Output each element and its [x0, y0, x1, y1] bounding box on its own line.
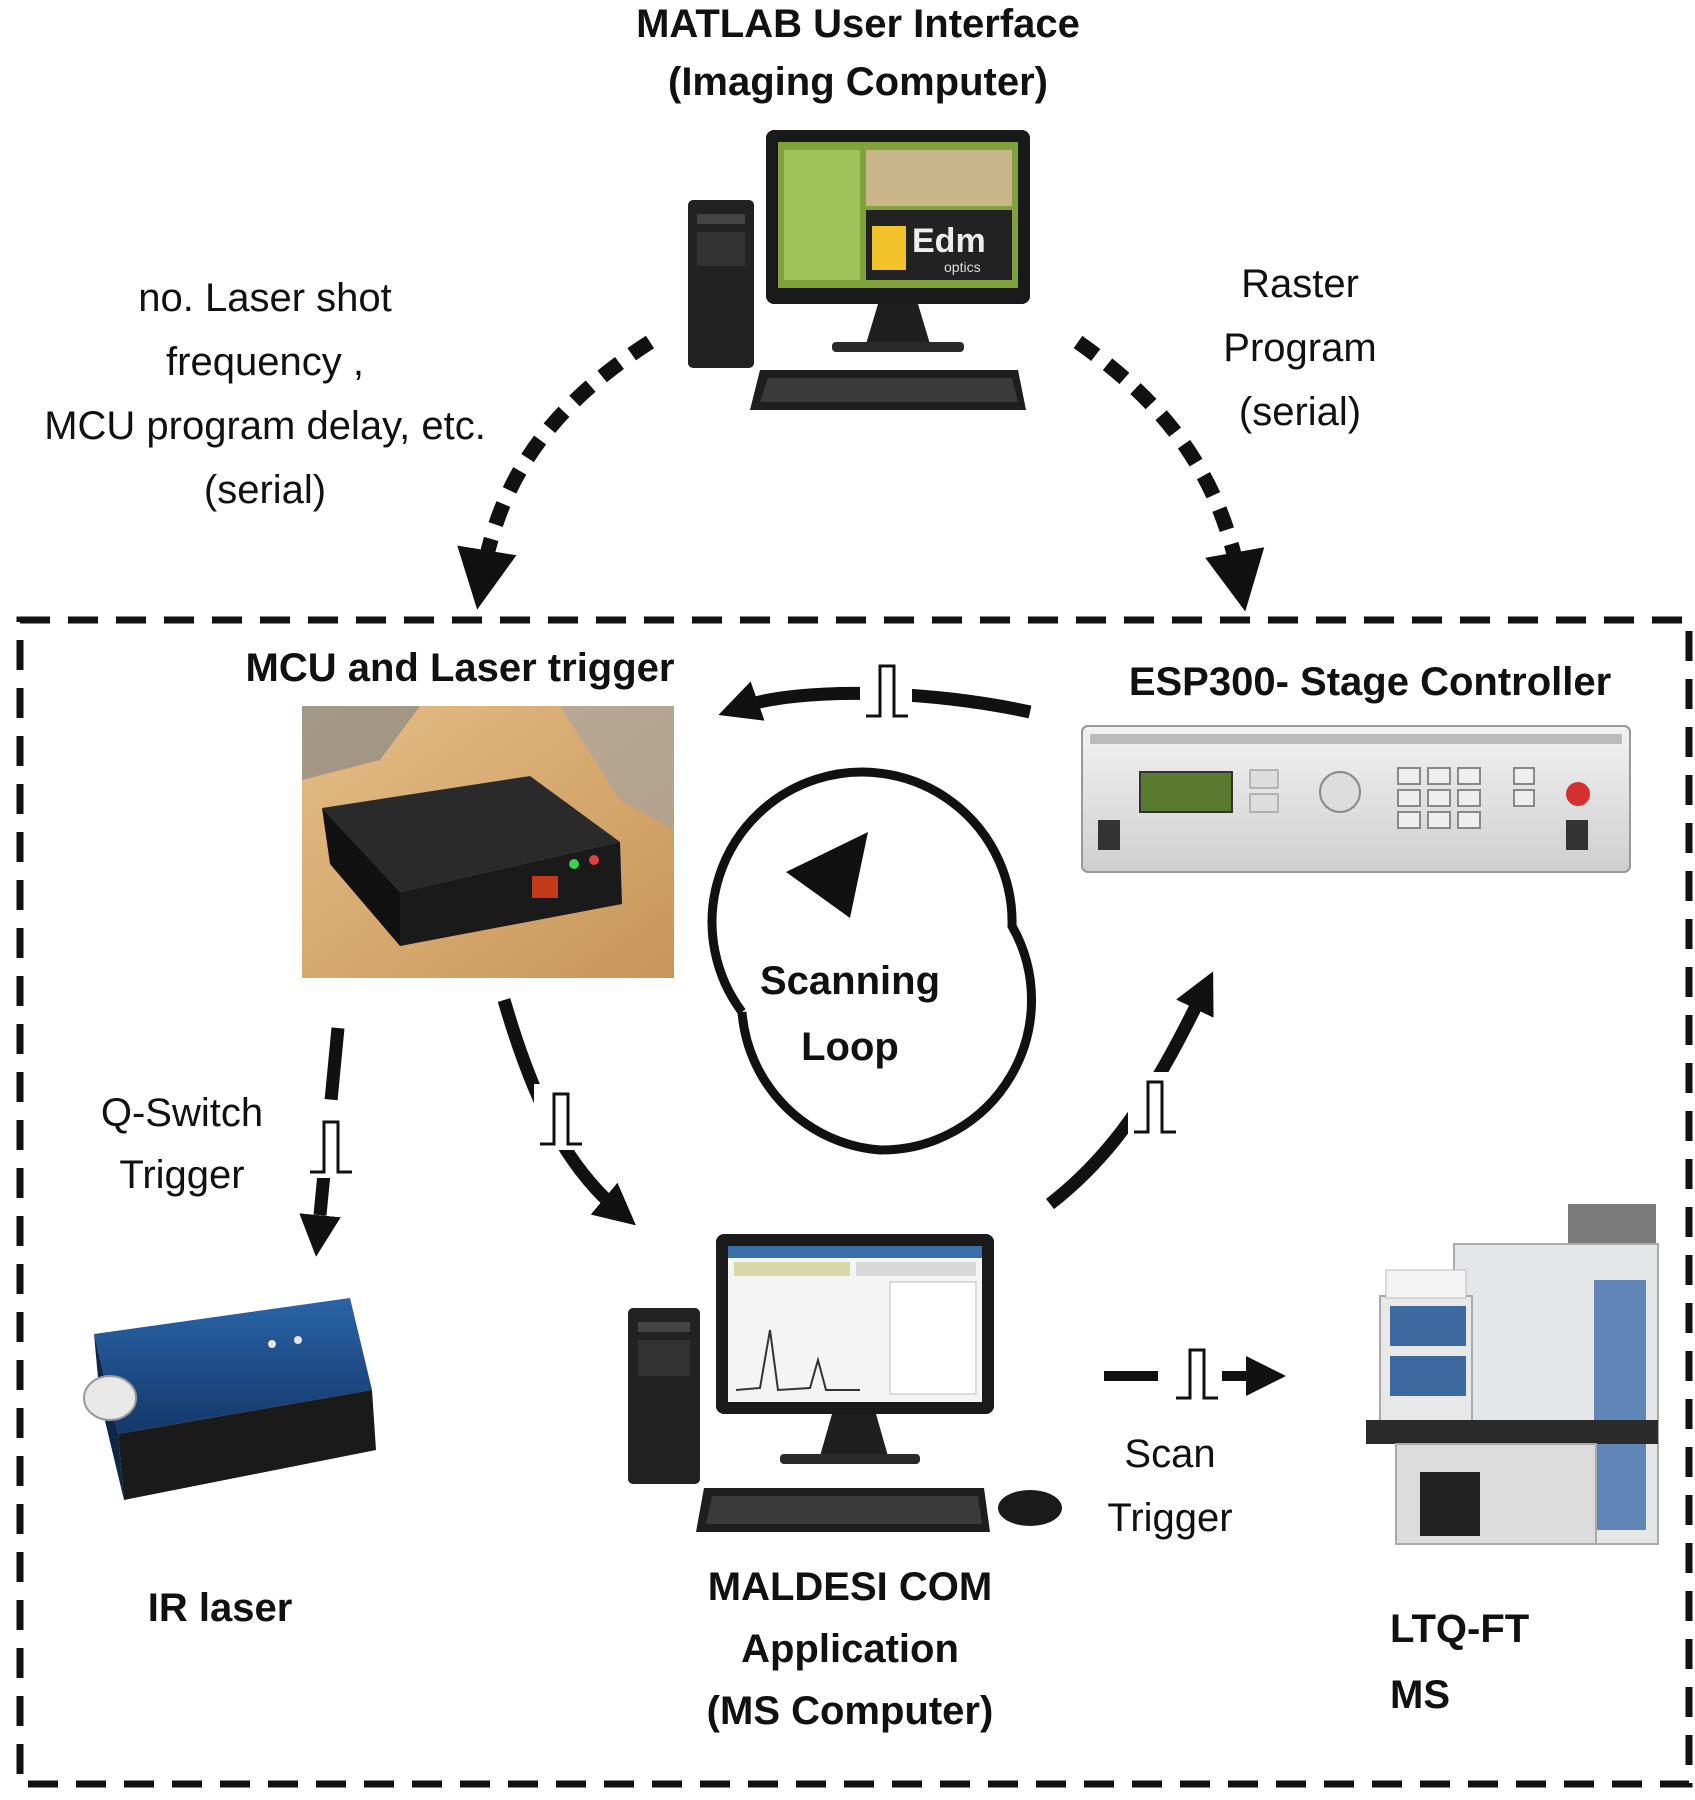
- arrow-mcu-to-laser: [299, 1027, 345, 1257]
- scanning-loop-arrow: [707, 767, 1036, 1155]
- ltq-ft-image: [1366, 1204, 1659, 1545]
- imaging-computer-image: Edm optics: [688, 130, 1030, 410]
- scan-trigger-label: Scan Trigger: [1080, 1422, 1260, 1550]
- pulse-qswitch: [304, 1112, 356, 1178]
- ir-laser-label: IR laser: [147, 1586, 293, 1630]
- pulse-esp-mcu: [860, 656, 912, 722]
- scan-trigger-line1: Scan: [1124, 1432, 1216, 1476]
- scanning-loop-line2: Loop: [801, 1025, 899, 1069]
- scanning-loop-arrowhead: [786, 832, 868, 918]
- maldesi-line3: (MS Computer): [706, 1689, 994, 1733]
- q-switch-line2: Trigger: [119, 1153, 245, 1197]
- mcu-box-image: [302, 706, 674, 978]
- q-switch-label: Q-Switch Trigger: [72, 1082, 292, 1206]
- serial-arrow-to-mcu: [457, 335, 655, 610]
- scanning-loop-label: Scanning Loop: [720, 948, 980, 1080]
- matlab-title-line2: (Imaging Computer): [668, 60, 1048, 104]
- right-serial-line3: (serial): [1238, 390, 1362, 434]
- ltq-line1: LTQ-FT: [1390, 1607, 1530, 1651]
- pulse-ms-esp: [1128, 1072, 1180, 1138]
- esp-label: ESP300- Stage Controller: [1128, 660, 1612, 704]
- ir-laser-image: [83, 1298, 376, 1500]
- left-serial-line3: MCU program delay, etc.: [44, 404, 486, 448]
- pulse-scan-trigger: [1170, 1344, 1222, 1410]
- arrow-ms-to-esp: [1046, 971, 1214, 1210]
- left-serial-line1: no. Laser shot: [138, 276, 392, 320]
- screen-sub-text: optics: [944, 259, 981, 275]
- ms-computer-image: [628, 1234, 1062, 1532]
- serial-arrow-to-esp: [1073, 335, 1265, 612]
- ltq-label: LTQ-FT MS: [1390, 1596, 1560, 1728]
- left-serial-line4: (serial): [203, 468, 327, 512]
- scanning-loop-line1: Scanning: [759, 959, 941, 1003]
- pulse-mcu-ms: [534, 1084, 586, 1150]
- ltq-line2: MS: [1390, 1673, 1450, 1717]
- right-serial-label: Raster Program (serial): [1180, 252, 1420, 444]
- right-serial-line2: Program: [1223, 326, 1377, 370]
- maldesi-label: MALDESI COM Application (MS Computer): [620, 1556, 1080, 1742]
- mcu-label: MCU and Laser trigger: [245, 646, 675, 690]
- system-boundary: [16, 616, 1693, 1788]
- maldesi-line2: Application: [741, 1627, 959, 1671]
- q-switch-line1: Q-Switch: [100, 1091, 264, 1135]
- right-serial-line1: Raster: [1241, 262, 1359, 306]
- screen-brand-text: Edm: [912, 222, 986, 260]
- left-serial-label: no. Laser shot frequency , MCU program d…: [0, 266, 530, 522]
- matlab-title: MATLAB User Interface (Imaging Computer): [588, 0, 1128, 106]
- matlab-title-line1: MATLAB User Interface: [636, 2, 1080, 46]
- scan-trigger-line2: Trigger: [1107, 1496, 1233, 1540]
- maldesi-line1: MALDESI COM: [707, 1565, 993, 1609]
- esp300-image: [1081, 725, 1631, 873]
- left-serial-line2: frequency ,: [166, 340, 364, 384]
